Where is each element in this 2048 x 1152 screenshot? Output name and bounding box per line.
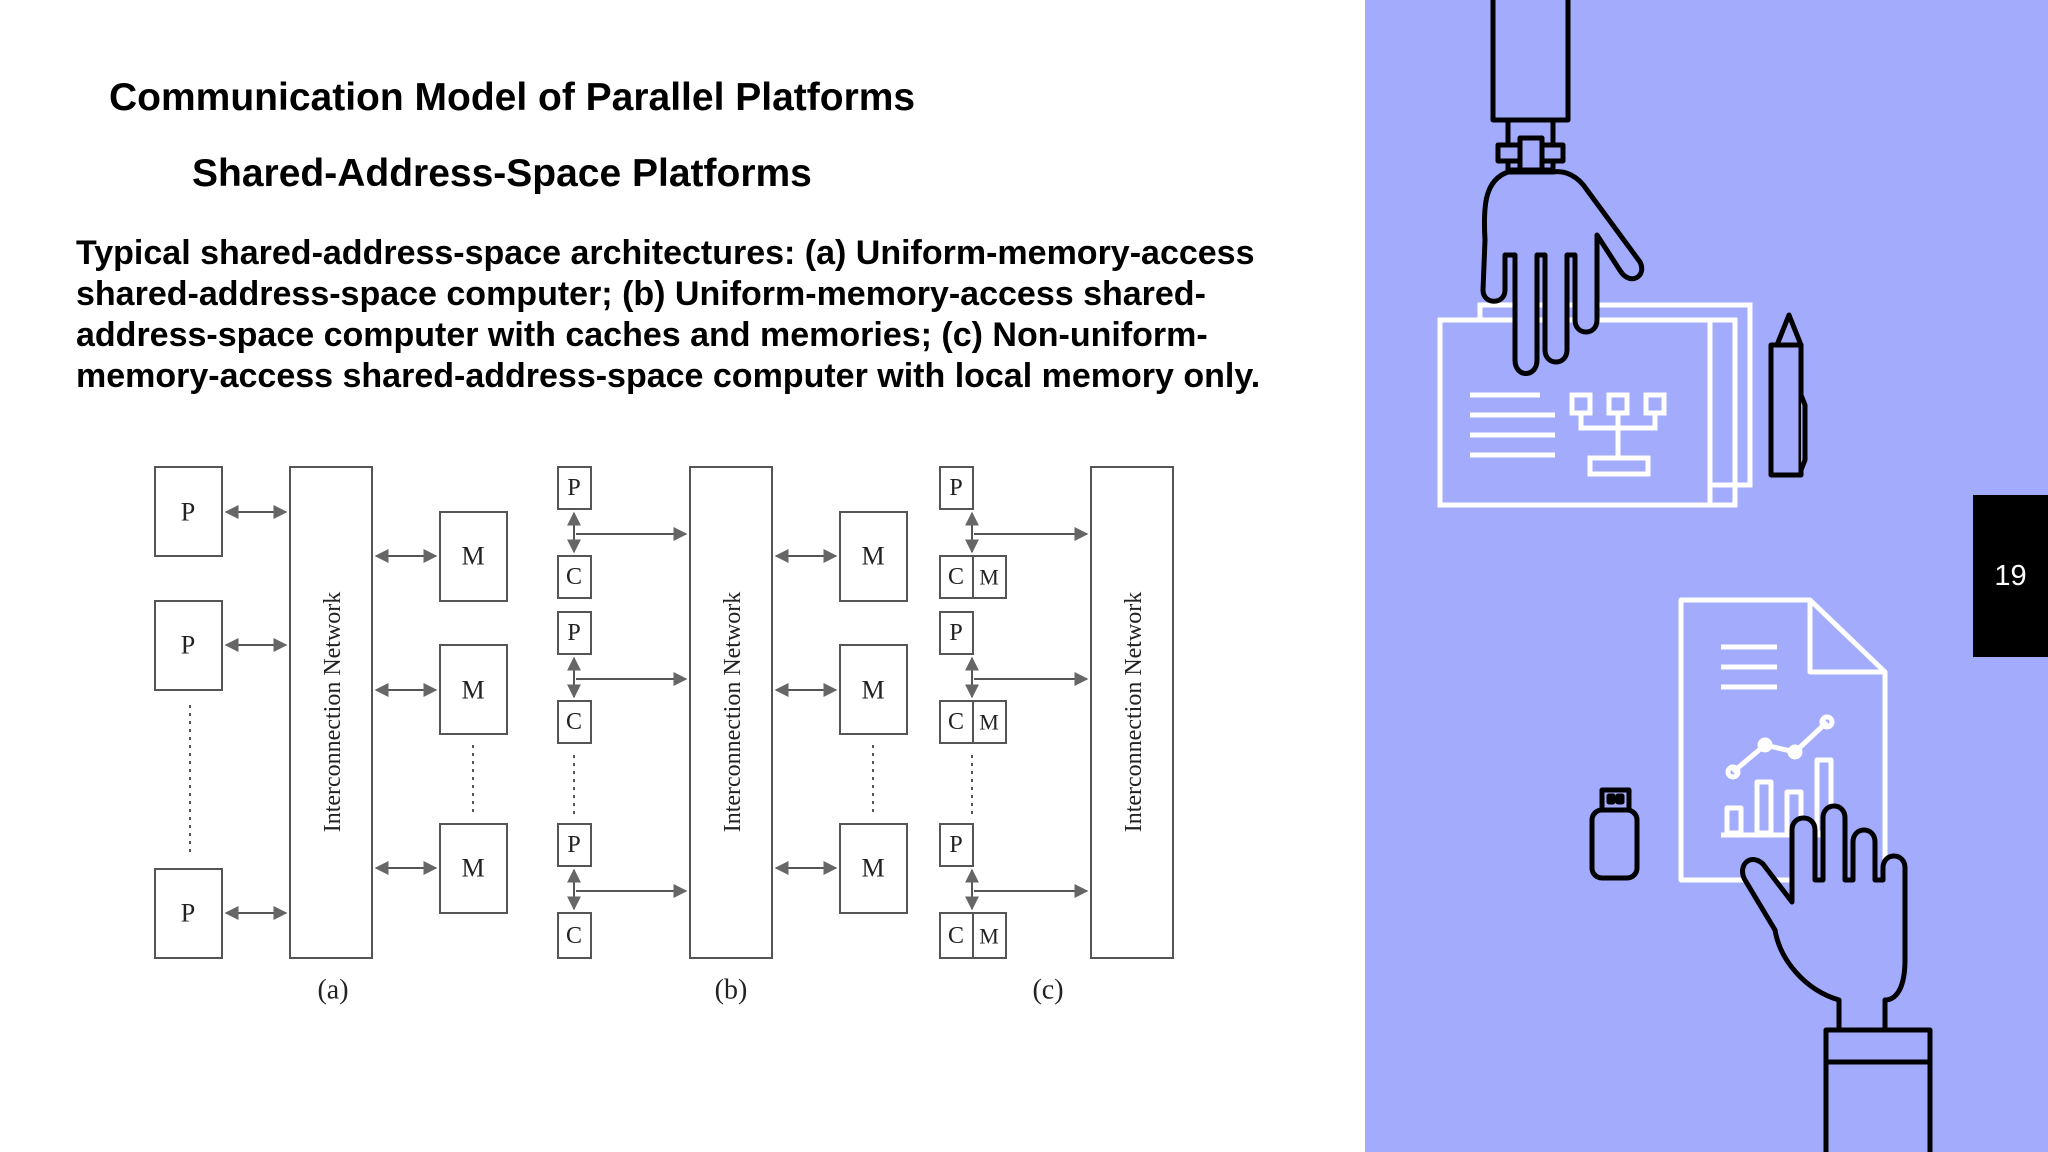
processor-box (939, 823, 974, 867)
network-label: Interconnection Network (320, 592, 346, 833)
cache-label: C (566, 923, 582, 949)
decorative-panel (1365, 0, 2048, 1152)
panel-c-label: (c) (1032, 975, 1063, 1006)
processor-label: P (567, 832, 580, 858)
hand-with-watch-icon (1480, 0, 1645, 376)
memory-label: M (461, 676, 484, 705)
cache-box (939, 912, 974, 959)
panel-a (154, 466, 508, 959)
memory-label: M (979, 710, 999, 735)
memory-label: M (979, 924, 999, 949)
processor-box (939, 611, 974, 655)
processor-box (154, 466, 223, 557)
cache-label: C (948, 709, 964, 735)
interconnection-network (1090, 466, 1174, 959)
memory-box (439, 511, 508, 602)
slide-title: Communication Model of Parallel Platform… (109, 76, 916, 119)
decorative-illustration (1437, 0, 1933, 1152)
memory-label: M (461, 854, 484, 883)
memory-label: M (979, 565, 999, 590)
memory-label: M (861, 676, 884, 705)
processor-label: P (949, 832, 962, 858)
architecture-figure: P P P M M M Interconnection Network (a) … (154, 466, 1174, 1006)
processor-box (557, 611, 592, 655)
raised-hand-icon (1740, 803, 1933, 1152)
memory-box (839, 644, 908, 735)
usb-drive-icon (1589, 787, 1640, 881)
cache-box (557, 555, 592, 599)
slide-subtitle: Shared-Address-Space Platforms (192, 152, 812, 195)
panel-b-label: (b) (715, 975, 748, 1006)
processor-box (154, 868, 223, 959)
processor-label: P (567, 620, 580, 646)
processor-box (154, 600, 223, 691)
cache-label: C (948, 564, 964, 590)
page-number-badge: 19 (1973, 495, 2048, 657)
memory-box (839, 823, 908, 914)
cache-box (557, 912, 592, 959)
panel-a-label: (a) (317, 975, 348, 1006)
processor-box (939, 466, 974, 510)
interconnection-network (689, 466, 773, 959)
cache-box (557, 700, 592, 744)
processor-label: P (181, 631, 195, 660)
processor-label: P (949, 475, 962, 501)
interconnection-network (289, 466, 373, 959)
memory-box (839, 511, 908, 602)
cache-label: C (566, 709, 582, 735)
panel-c (939, 466, 1174, 959)
processor-box (557, 823, 592, 867)
memory-label: M (861, 542, 884, 571)
memory-label: M (461, 542, 484, 571)
network-label: Interconnection Network (720, 592, 746, 833)
cache-label: C (566, 564, 582, 590)
report-chart-icon (1678, 597, 1888, 883)
memory-box (972, 555, 1007, 599)
memory-box (439, 823, 508, 914)
processor-box (557, 466, 592, 510)
document-org-chart-icon (1437, 302, 1753, 508)
memory-box (439, 644, 508, 735)
memory-label: M (861, 854, 884, 883)
memory-box (972, 912, 1007, 959)
processor-label: P (181, 498, 195, 527)
processor-label: P (181, 899, 195, 928)
pen-icon (1768, 312, 1808, 478)
network-label: Interconnection Network (1121, 592, 1147, 833)
cache-label: C (948, 923, 964, 949)
figure-caption: Typical shared-address-space architectur… (76, 234, 1261, 395)
processor-label: P (567, 475, 580, 501)
panel-b (557, 466, 908, 959)
page-number: 19 (1994, 560, 2027, 592)
memory-box (972, 700, 1007, 744)
processor-label: P (949, 620, 962, 646)
